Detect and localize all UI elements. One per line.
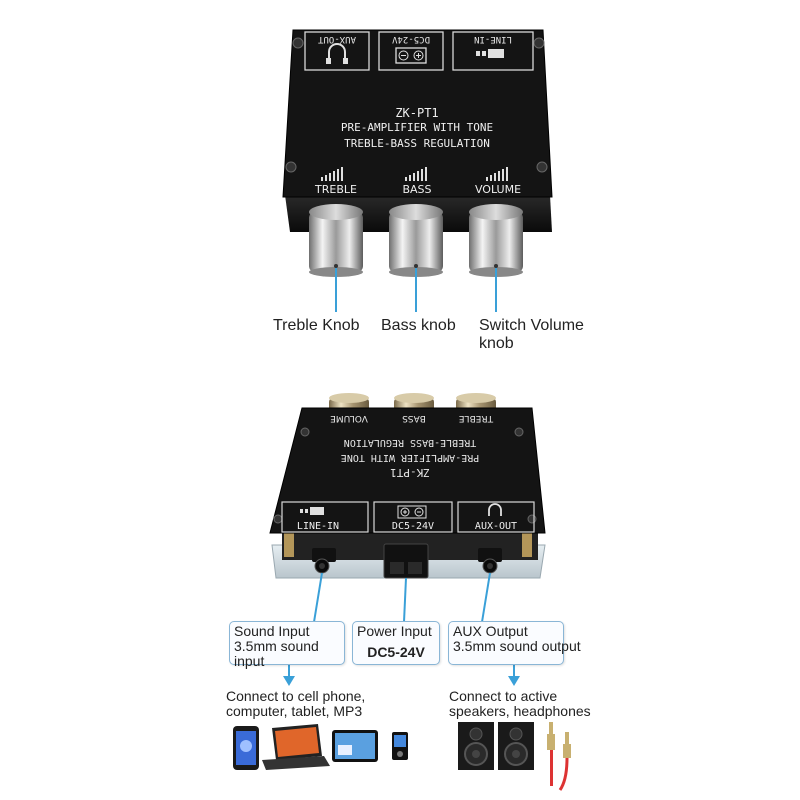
connect-devices-text: Connect to cell phone, computer, tablet,… xyxy=(226,689,365,719)
bottom-aux-out-label: AUX-OUT xyxy=(475,521,517,532)
dc-terminal-icon xyxy=(395,47,427,64)
top-model: ZK-PT1 xyxy=(395,106,438,120)
top-bass-label: BASS xyxy=(402,183,431,196)
top-volume-label: VOLUME xyxy=(475,183,521,196)
volume-level-icon xyxy=(486,167,508,181)
top-dc-label: DC5-24V xyxy=(391,34,430,44)
power-input-title: Power Input xyxy=(357,623,432,639)
aux-cable-icon xyxy=(547,722,571,791)
laptop-device-icon xyxy=(262,724,330,770)
volume-knob-label-line1: Switch Volume xyxy=(479,317,584,334)
bottom-dc-icon xyxy=(397,505,427,519)
speaker-left-icon xyxy=(458,722,494,770)
bottom-bass-label: BASS xyxy=(402,413,426,423)
bottom-line-in-icon xyxy=(300,507,324,515)
connect-speakers-text: Connect to active speakers, headphones xyxy=(449,689,591,719)
volume-knob-label-line2: knob xyxy=(479,335,514,352)
line-in-jack-icon xyxy=(476,49,504,58)
sound-input-title: Sound Input xyxy=(234,623,310,639)
aux-output-callout: AUX Output 3.5mm sound output xyxy=(448,621,581,665)
connect-devices-line1: Connect to cell phone, xyxy=(226,688,366,704)
bottom-board: VOLUME BASS TREBLE TREBLE-BASS REGULATIO… xyxy=(269,393,546,579)
bottom-model: ZK-PT1 xyxy=(390,466,430,479)
mp3-device-icon xyxy=(392,732,408,760)
treble-level-icon xyxy=(321,167,343,181)
aux-output-title: AUX Output xyxy=(453,623,528,639)
headphone-icon xyxy=(326,43,348,64)
bass-knob-label: Bass knob xyxy=(381,317,456,334)
dc-terminal-block[interactable] xyxy=(383,543,429,579)
tablet-device-icon xyxy=(332,730,378,762)
volume-knob[interactable] xyxy=(469,204,523,277)
screw-icon xyxy=(285,37,548,173)
top-line1: PRE-AMPLIFIER WITH TONE xyxy=(341,121,493,134)
volume-knob-label: Switch Volume knob xyxy=(479,317,584,353)
aux-output-sub: 3.5mm sound output xyxy=(453,638,581,654)
sound-input-callout: Sound Input 3.5mm sound input xyxy=(229,621,345,669)
connect-speakers-line1: Connect to active xyxy=(449,688,558,704)
bass-level-icon xyxy=(405,167,427,181)
top-line2: TREBLE-BASS REGULATION xyxy=(344,137,490,150)
sound-input-sub2: input xyxy=(234,653,265,669)
bottom-line-in-label: LINE-IN xyxy=(297,521,339,532)
bottom-treble-label: TREBLE xyxy=(459,413,495,423)
speaker-right-icon xyxy=(498,722,534,770)
connect-devices-line2: computer, tablet, MP3 xyxy=(226,703,363,719)
treble-knob-label: Treble Knob xyxy=(273,317,360,334)
power-input-voltage: DC5-24V xyxy=(367,644,425,660)
bottom-line2: TREBLE-BASS REGULATION xyxy=(344,437,476,448)
bottom-headphone-icon xyxy=(488,503,502,516)
connect-speakers-line2: speakers, headphones xyxy=(449,703,591,719)
sound-input-sub1: 3.5mm sound xyxy=(234,638,319,654)
top-board: AUX-OUT DC5-24V LINE-IN ZK-PT1 PRE-AMPLI… xyxy=(282,29,553,277)
bottom-volume-label: VOLUME xyxy=(330,413,368,423)
treble-knob[interactable] xyxy=(309,204,363,277)
bottom-line1: PRE-AMPLIFIER WITH TONE xyxy=(341,452,479,463)
top-treble-label: TREBLE xyxy=(314,183,357,196)
line-in-jack[interactable] xyxy=(312,548,336,574)
top-line-in-label: LINE-IN xyxy=(474,34,512,44)
top-aux-out-label: AUX-OUT xyxy=(317,34,356,44)
bottom-dc-label: DC5-24V xyxy=(392,521,434,532)
aux-out-jack[interactable] xyxy=(478,548,502,574)
bass-knob[interactable] xyxy=(389,204,443,277)
phone-device-icon xyxy=(233,726,259,770)
power-input-callout: Power Input DC5-24V xyxy=(352,621,440,665)
